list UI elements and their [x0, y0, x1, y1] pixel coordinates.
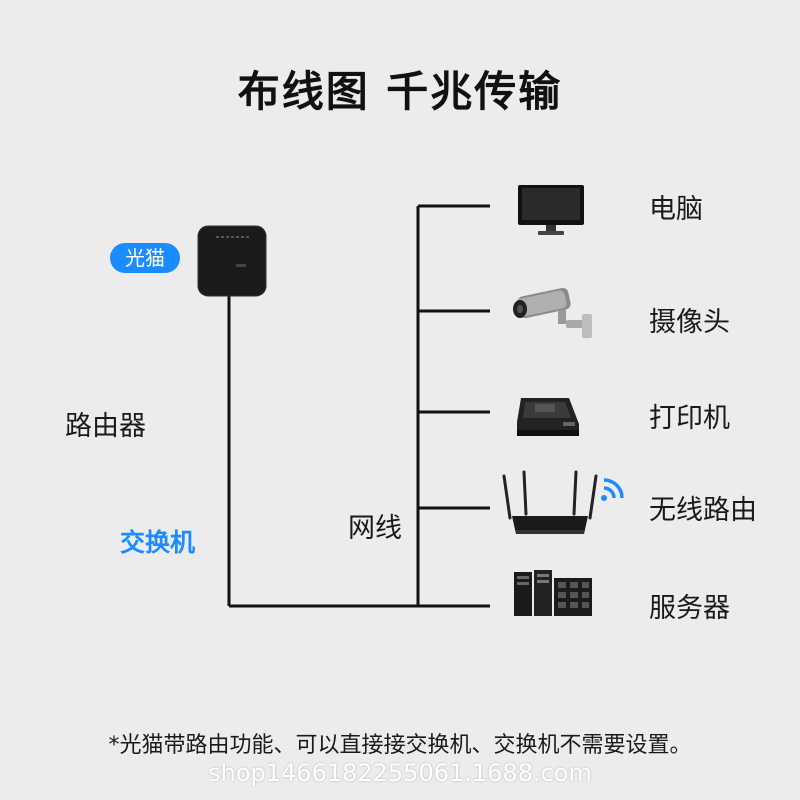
page-title: 布线图 千兆传输 [237, 67, 563, 116]
switch-label: 交换机 [120, 528, 196, 557]
optical-modem-icon [197, 225, 267, 297]
device-label-printer: 打印机 [649, 403, 730, 434]
device-label-server: 服务器 [649, 593, 730, 624]
device-label-computer: 电脑 [649, 194, 703, 225]
wifi-signal-icon [601, 478, 624, 501]
printer-icon [517, 398, 579, 436]
modem-badge: 光猫 [110, 243, 180, 273]
router-label: 路由器 [65, 411, 146, 442]
cable-label: 网线 [348, 513, 402, 544]
wifi-router-icon [502, 470, 598, 534]
monitor-icon [518, 185, 584, 235]
device-label-camera: 摄像头 [649, 307, 730, 338]
server-icon [514, 570, 592, 616]
camera-icon [513, 287, 592, 338]
watermark: shop1466182255061.1688.com [208, 759, 592, 787]
device-label-wifi-router: 无线路由 [649, 495, 757, 526]
footnote: *光猫带路由功能、可以直接接交换机、交换机不需要设置。 [108, 733, 692, 758]
